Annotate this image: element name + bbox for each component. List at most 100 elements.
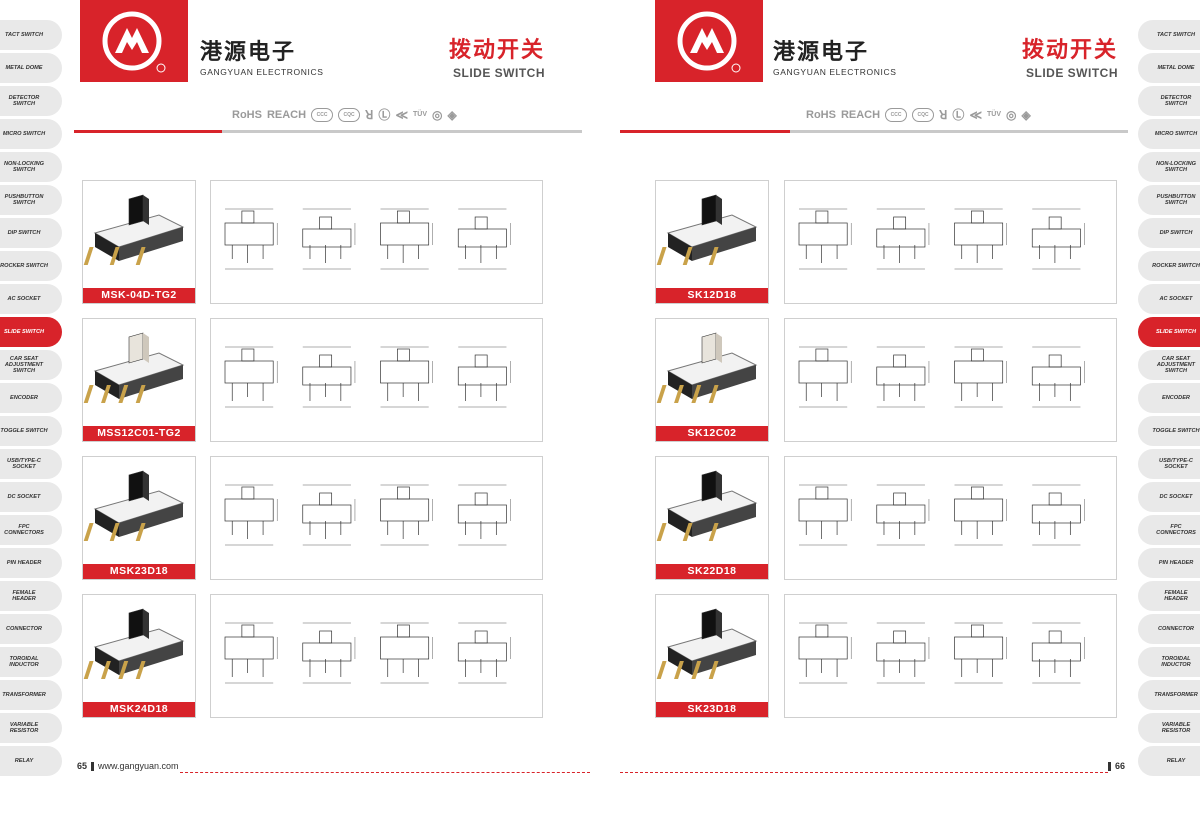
tab-detector-switch[interactable]: DETECTOR SWITCH (1138, 86, 1200, 116)
product-code: SK22D18 (656, 564, 768, 579)
tab-female-header[interactable]: FEMALE HEADER (1138, 581, 1200, 611)
brand-name-en: GANGYUAN ELECTRONICS (200, 67, 324, 77)
switch-photo (656, 181, 768, 289)
cul-icon: Ⓛ (378, 108, 391, 122)
tab-micro-switch[interactable]: MICRO SWITCH (0, 119, 62, 149)
tab-toroidal-inductor[interactable]: TOROIDAL INDUCTOR (1138, 647, 1200, 677)
tab-car-seat-adjustment-switch[interactable]: CAR SEAT ADJUSTMENT SWITCH (1138, 350, 1200, 380)
footer-left: 65 www.gangyuan.com (77, 761, 179, 771)
tab-pin-header[interactable]: PIN HEADER (1138, 548, 1200, 578)
tab-pushbutton-switch[interactable]: PUSHBUTTON SWITCH (1138, 185, 1200, 215)
kc-icon: ≪ (395, 107, 408, 122)
kc-icon: ≪ (969, 107, 982, 122)
tab-non-locking-switch[interactable]: NON-LOCKING SWITCH (0, 152, 62, 182)
tab-dc-socket[interactable]: DC SOCKET (1138, 482, 1200, 512)
cul-icon: Ⓛ (952, 108, 965, 122)
product-code: MSK24D18 (83, 702, 195, 717)
tab-dc-socket[interactable]: DC SOCKET (0, 482, 62, 512)
ul-icon: ꓤ (365, 107, 374, 122)
tab-ac-socket[interactable]: AC SOCKET (0, 284, 62, 314)
section-title-cn-right: 拨动开关 (1021, 37, 1118, 62)
switch-photo (656, 595, 768, 703)
tab-tact-switch[interactable]: TACT SWITCH (0, 20, 62, 50)
left-product-card: MSK-04D-TG2 (82, 180, 196, 304)
tab-rocker-switch[interactable]: ROCKER SWITCH (1138, 251, 1200, 281)
tab-encoder[interactable]: ENCODER (1138, 383, 1200, 413)
tab-dip-switch[interactable]: DIP SWITCH (1138, 218, 1200, 248)
footer-bar-right (1108, 761, 1111, 771)
tab-non-locking-switch[interactable]: NON-LOCKING SWITCH (1138, 152, 1200, 182)
tab-toroidal-inductor[interactable]: TOROIDAL INDUCTOR (0, 647, 62, 677)
tab-slide-switch[interactable]: SLIDE SWITCH (0, 317, 62, 347)
tab-slide-switch[interactable]: SLIDE SWITCH (1138, 317, 1200, 347)
rohs-mark-right: RoHS (806, 108, 836, 121)
switch-photo (83, 457, 195, 565)
psk-icon: ◈ (1021, 107, 1031, 122)
reach-mark-right: REACH (840, 108, 881, 121)
tab-usb-type-c-socket[interactable]: USB/Type-C SOCKET (1138, 449, 1200, 479)
tab-variable-resistor[interactable]: VARIABLE RESISTOR (1138, 713, 1200, 743)
tab-fpc-connectors[interactable]: FPC CONNECTORS (1138, 515, 1200, 545)
brand-name-en-right: GANGYUAN ELECTRONICS (773, 67, 897, 77)
page-number-right: 66 (1115, 761, 1126, 771)
brand-logo-right (655, 0, 763, 82)
section-title-en-right: SLIDE SWITCH (1026, 66, 1118, 80)
brand-name-cn: 港源电子 (200, 39, 297, 65)
footer-bar-left (91, 761, 95, 771)
tab-rocker-switch[interactable]: ROCKER SWITCH (0, 251, 62, 281)
left-dimension-drawing (210, 180, 543, 304)
product-code: SK12C02 (656, 426, 768, 441)
right-product-card: SK12C02 (655, 318, 769, 442)
left-product-card: MSK24D18 (82, 594, 196, 718)
tab-micro-switch[interactable]: MICRO SWITCH (1138, 119, 1200, 149)
tab-pushbutton-switch[interactable]: PUSHBUTTON SWITCH (0, 185, 62, 215)
tab-transformer[interactable]: TRANSFORMER (1138, 680, 1200, 710)
tab-encoder[interactable]: ENCODER (0, 383, 62, 413)
tab-car-seat-adjustment-switch[interactable]: CAR SEAT ADJUSTMENT SWITCH (0, 350, 62, 380)
tuv-icon: TÜV (413, 111, 427, 118)
ul-icon: ꓤ (939, 107, 948, 122)
right-dimension-drawing (784, 318, 1117, 442)
tab-fpc-connectors[interactable]: FPC CONNECTORS (0, 515, 62, 545)
tab-metal-dome[interactable]: METAL DOME (1138, 53, 1200, 83)
tab-detector-switch[interactable]: DETECTOR SWITCH (0, 86, 62, 116)
product-code: MSK23D18 (83, 564, 195, 579)
tab-pin-header[interactable]: PIN HEADER (0, 548, 62, 578)
header-rule-red (74, 130, 222, 133)
tab-tact-switch[interactable]: TACT SWITCH (1138, 20, 1200, 50)
tab-dip-switch[interactable]: DIP SWITCH (0, 218, 62, 248)
right-product-card: SK12D18 (655, 180, 769, 304)
section-title-right: 拨动开关 SLIDE SWITCH (983, 32, 1118, 80)
brand-name: 港源电子 GANGYUAN ELECTRONICS (200, 34, 323, 77)
switch-photo (83, 319, 195, 427)
product-code: SK23D18 (656, 702, 768, 717)
reach-mark: REACH (266, 108, 307, 121)
tab-metal-dome[interactable]: METAL DOME (0, 53, 62, 83)
tab-variable-resistor[interactable]: VARIABLE RESISTOR (0, 713, 62, 743)
enec-icon: ◎ (432, 107, 443, 122)
tab-female-header[interactable]: FEMALE HEADER (0, 581, 62, 611)
tab-relay[interactable]: RELAY (1138, 746, 1200, 776)
right-dimension-drawing (784, 456, 1117, 580)
header-rule-grey (222, 130, 582, 133)
psk-icon: ◈ (447, 107, 457, 122)
website-url: www.gangyuan.com (98, 761, 179, 771)
section-title-cn: 拨动开关 (448, 37, 545, 62)
tab-relay[interactable]: RELAY (0, 746, 62, 776)
footer-right: 66 (1108, 761, 1125, 771)
left-dimension-drawing (210, 594, 543, 718)
switch-photo (83, 181, 195, 289)
tab-usb-type-c-socket[interactable]: USB/Type-C SOCKET (0, 449, 62, 479)
ccc-mark-right: CCC (885, 107, 908, 122)
footer-rule-right (620, 772, 1108, 773)
tab-connector[interactable]: CONNECTOR (1138, 614, 1200, 644)
right-product-card: SK22D18 (655, 456, 769, 580)
certification-marks-right: RoHS REACH CCC CQC ꓤ Ⓛ ≪ TÜV ◎ ◈ (806, 106, 1031, 123)
tab-toggle-switch[interactable]: TOGGLE SWITCH (0, 416, 62, 446)
tab-connector[interactable]: CONNECTOR (0, 614, 62, 644)
tab-transformer[interactable]: TRANSFORMER (0, 680, 62, 710)
left-product-card: MSK23D18 (82, 456, 196, 580)
tab-ac-socket[interactable]: AC SOCKET (1138, 284, 1200, 314)
tab-toggle-switch[interactable]: TOGGLE SWITCH (1138, 416, 1200, 446)
right-dimension-drawing (784, 594, 1117, 718)
